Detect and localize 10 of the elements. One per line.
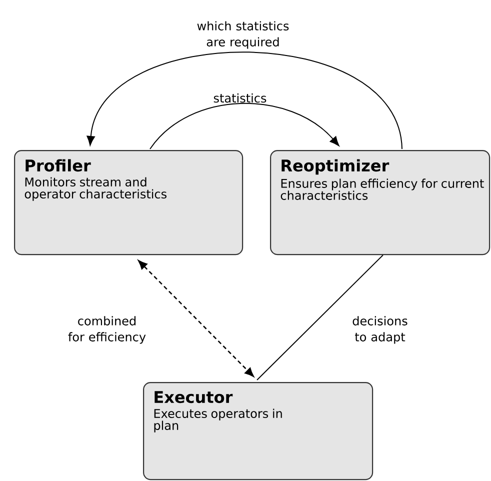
arrow (150, 103, 340, 150)
edge-label: which statistics are required (197, 21, 289, 49)
arrow (138, 260, 254, 377)
edge-label: combined for efficiency (68, 316, 146, 344)
process-box: Reoptimizer Ensures plan efficiency for current characteristics (270, 150, 490, 256)
edge-label: decisions to adapt (352, 316, 408, 344)
process-box: Executor Executes operators in plan (143, 382, 374, 480)
arrow (86, 52, 402, 150)
edge-label: statistics (214, 93, 266, 103)
process-box: Profiler Monitors stream and operator characteristics (14, 150, 244, 256)
